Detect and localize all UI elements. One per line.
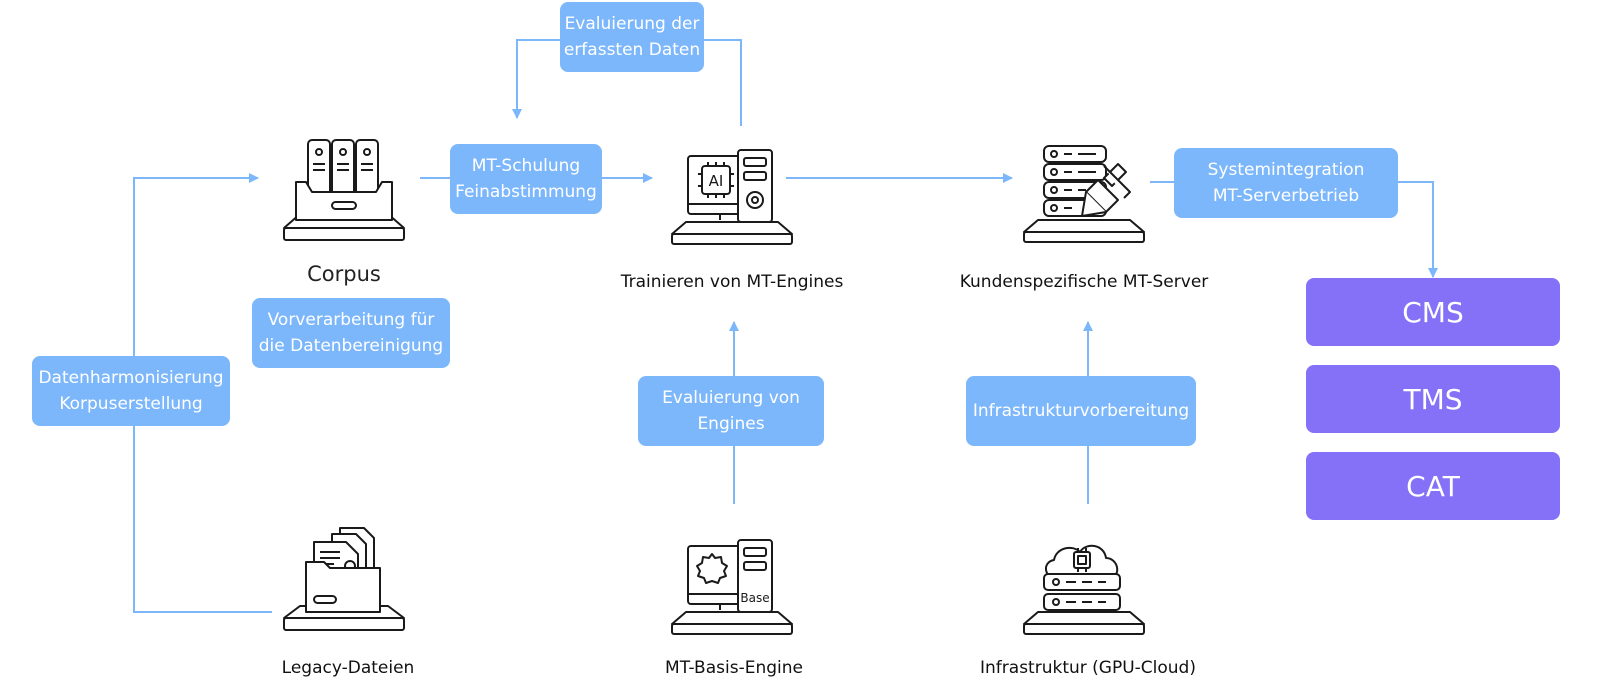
step-engine-evaluation: Evaluierung von Engines bbox=[638, 376, 824, 446]
target-cat: CAT bbox=[1306, 452, 1560, 520]
legacy-label: Legacy-Dateien bbox=[281, 658, 415, 678]
server-edit-icon bbox=[1023, 145, 1145, 243]
step-evaluation-data: Evaluierung der erfassten Daten bbox=[560, 2, 704, 72]
infra-label: Infrastruktur (GPU-Cloud) bbox=[980, 658, 1196, 678]
cloud-server-icon bbox=[1023, 544, 1145, 635]
base-computer-icon: Base bbox=[671, 539, 793, 635]
folder-files-icon bbox=[283, 527, 405, 631]
archive-files-icon bbox=[283, 139, 405, 241]
step-infra-prep: Infrastrukturvorbereitung bbox=[966, 376, 1196, 446]
target-tms: TMS bbox=[1306, 365, 1560, 433]
server-label: Kundenspezifische MT-Server bbox=[959, 272, 1209, 292]
training-label: Trainieren von MT-Engines bbox=[620, 272, 844, 292]
target-cms: CMS bbox=[1306, 278, 1560, 346]
corpus-label: Corpus bbox=[307, 262, 381, 286]
base-badge-text: Base bbox=[740, 591, 769, 605]
step-harmonization: Datenharmonisierung Korpuserstellung bbox=[32, 356, 230, 426]
ai-computer-icon: AI bbox=[671, 149, 793, 245]
base-engine-label: MT-Basis-Engine bbox=[665, 658, 803, 678]
step-mt-training: MT-Schulung Feinabstimmung bbox=[450, 144, 602, 214]
step-preprocessing: Vorverarbeitung für die Datenbereinigung bbox=[252, 298, 450, 368]
step-system-integration: Systemintegration MT-Serverbetrieb bbox=[1174, 148, 1398, 218]
ai-chip-text: AI bbox=[709, 172, 724, 190]
